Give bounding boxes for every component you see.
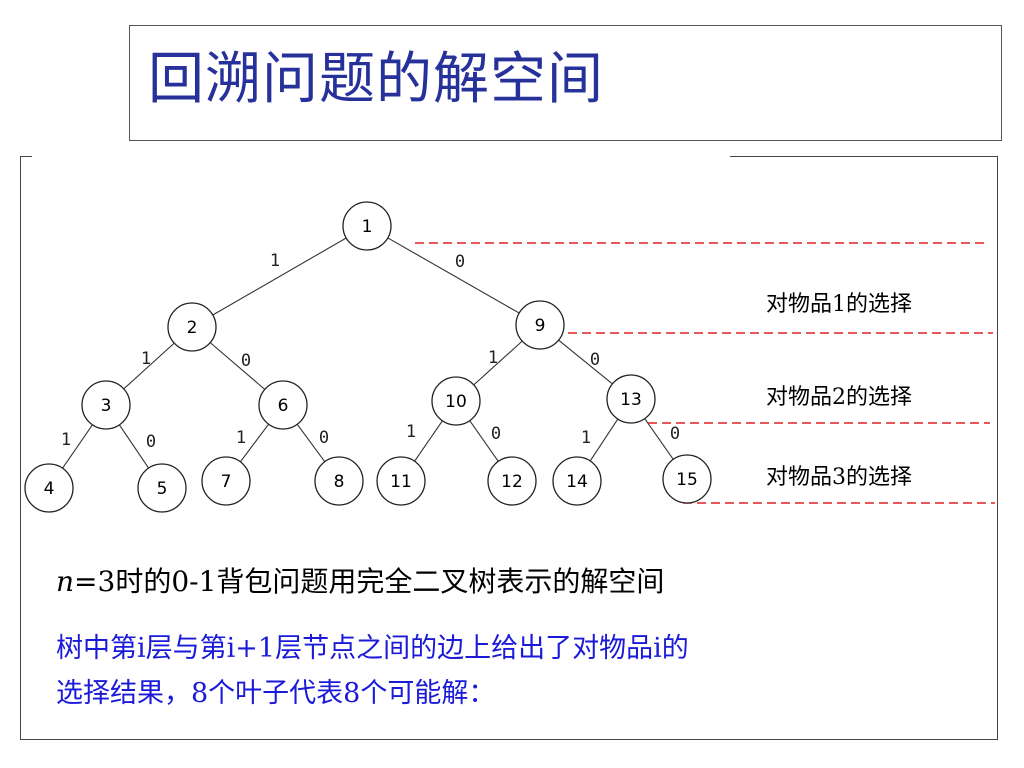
level-label-item-2: 对物品2的选择 <box>766 385 912 410</box>
tree-node-circle <box>258 380 308 430</box>
tree-edges <box>62 237 674 469</box>
tree-node-11: 11 <box>376 456 426 506</box>
content-frame <box>20 156 998 740</box>
description-line-1: 树中第i层与第i+1层节点之间的边上给出了对物品i的 <box>56 633 689 664</box>
frame-top-edge-right <box>730 156 998 157</box>
edge-label-n9-n13: 0 <box>590 350 600 370</box>
edge-label-n2-n3: 1 <box>141 349 151 369</box>
tree-node-circle <box>487 456 537 506</box>
diagram-caption: n=3时的0-1背包问题用完全二叉树表示的解空间 <box>56 560 664 600</box>
tree-node-circle <box>662 454 712 504</box>
tree-node-2: 2 <box>167 302 217 352</box>
tree-edge-n2-n3 <box>123 342 175 390</box>
tree-edge-n9-n13 <box>558 339 613 385</box>
level-label-item-3: 对物品3的选择 <box>766 465 912 490</box>
tree-node-label: 10 <box>445 392 467 412</box>
tree-node-circle <box>167 302 217 352</box>
caption-text: =3时的0-1背包问题用完全二叉树表示的解空间 <box>74 565 665 598</box>
edge-label-n13-n14: 1 <box>581 428 591 448</box>
tree-edge-n10-n11 <box>414 420 443 462</box>
tree-edge-n1-n9 <box>387 237 520 314</box>
tree-node-label: 2 <box>187 318 198 338</box>
tree-edge-n1-n2 <box>212 237 347 316</box>
tree-node-label: 13 <box>620 390 642 410</box>
edge-label-n10-n11: 1 <box>406 422 416 442</box>
tree-node-circle <box>431 376 481 426</box>
edge-label-n3-n4: 1 <box>61 430 71 450</box>
tree-node-12: 12 <box>487 456 537 506</box>
tree-node-14: 14 <box>552 456 602 506</box>
tree-node-7: 7 <box>201 456 251 506</box>
tree-node-circle <box>376 456 426 506</box>
tree-node-circle <box>606 374 656 424</box>
tree-node-label: 11 <box>390 472 412 492</box>
level-separator-lines <box>415 242 995 504</box>
tree-node-label: 6 <box>278 396 289 416</box>
tree-node-5: 5 <box>137 463 187 513</box>
description-text: 树中第i层与第i+1层节点之间的边上给出了对物品i的 选择结果，8个叶子代表8个… <box>56 626 986 716</box>
tree-node-circle <box>201 456 251 506</box>
edge-label-n9-n10: 1 <box>488 348 498 368</box>
edge-label-n6-n8: 0 <box>319 428 329 448</box>
tree-edge-n10-n12 <box>469 420 499 462</box>
tree-edge-n6-n8 <box>296 423 326 463</box>
tree-node-circle <box>137 463 187 513</box>
tree-node-8: 8 <box>314 456 364 506</box>
edge-label-n10-n12: 0 <box>491 424 501 444</box>
tree-node-6: 6 <box>258 380 308 430</box>
edge-label-n2-n6: 0 <box>241 351 251 371</box>
tree-edge-n6-n7 <box>239 423 270 463</box>
tree-node-label: 8 <box>334 472 345 492</box>
edge-label-n3-n5: 0 <box>146 432 156 452</box>
tree-node-9: 9 <box>515 300 565 350</box>
tree-node-label: 7 <box>221 472 232 492</box>
tree-node-label: 12 <box>501 472 523 492</box>
tree-edge-n13-n15 <box>644 418 674 460</box>
tree-node-circle <box>342 201 392 251</box>
tree-edge-n2-n6 <box>209 342 266 390</box>
tree-node-15: 15 <box>662 454 712 504</box>
tree-node-circle <box>314 456 364 506</box>
tree-node-10: 10 <box>431 376 481 426</box>
tree-node-circle <box>81 380 131 430</box>
edge-label-n1-n9: 0 <box>455 252 465 272</box>
description-line-2: 选择结果，8个叶子代表8个可能解： <box>56 678 496 709</box>
tree-node-label: 5 <box>157 479 168 499</box>
tree-edge-n3-n4 <box>62 424 93 469</box>
title-box: 回溯问题的解空间 <box>129 25 1002 141</box>
tree-node-3: 3 <box>81 380 131 430</box>
tree-node-label: 14 <box>566 472 588 492</box>
edge-label-n1-n2: 1 <box>270 251 280 271</box>
tree-node-label: 1 <box>362 217 373 237</box>
tree-edge-n13-n14 <box>589 418 619 462</box>
tree-node-circle <box>24 463 74 513</box>
tree-node-1: 1 <box>342 201 392 251</box>
tree-node-label: 4 <box>44 479 55 499</box>
tree-node-4: 4 <box>24 463 74 513</box>
tree-node-13: 13 <box>606 374 656 424</box>
tree-node-circle <box>515 300 565 350</box>
level-label-item-1: 对物品1的选择 <box>766 292 912 317</box>
tree-node-circle <box>552 456 602 506</box>
slide-title: 回溯问题的解空间 <box>148 47 604 112</box>
tree-node-label: 15 <box>676 470 698 490</box>
edge-label-n13-n15: 0 <box>670 424 680 444</box>
tree-node-label: 9 <box>535 316 546 336</box>
tree-node-label: 3 <box>101 396 112 416</box>
frame-top-edge-left <box>20 156 32 157</box>
tree-edge-n9-n10 <box>473 340 523 386</box>
tree-edge-n3-n5 <box>118 424 150 469</box>
caption-variable: n <box>56 565 75 598</box>
edge-label-n6-n7: 1 <box>236 428 246 448</box>
